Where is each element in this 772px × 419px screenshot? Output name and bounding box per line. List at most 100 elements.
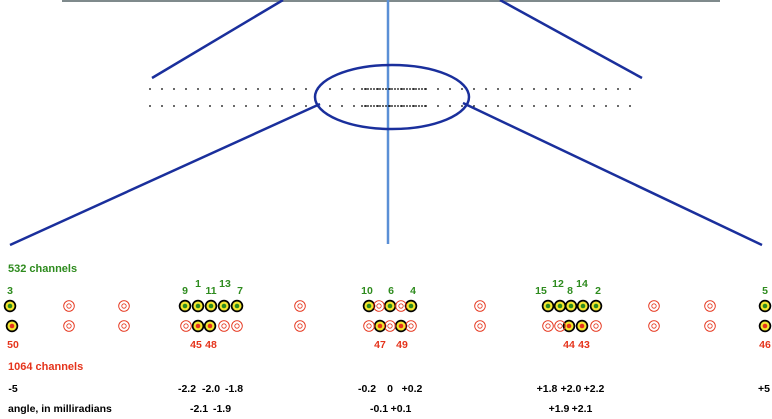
overview-dot [449, 105, 451, 107]
overview-dot [293, 88, 295, 90]
overview-dot [361, 105, 363, 107]
fiber-label-532: 9 [182, 285, 188, 297]
fiber-label-532: 2 [595, 285, 601, 297]
fiber-label-1064: 50 [7, 339, 19, 351]
fiber-empty [63, 300, 75, 312]
fiber-core-532 [408, 303, 414, 309]
overview-dot [397, 88, 399, 90]
fiber-label-532: 5 [762, 285, 768, 297]
fiber-label-1064: 49 [396, 339, 408, 351]
overview-dot [341, 88, 343, 90]
overview-dot [185, 105, 187, 107]
overview-dot [197, 105, 199, 107]
overview-dot [509, 88, 511, 90]
angle-label: -1.9 [213, 403, 231, 415]
overview-dot [509, 105, 511, 107]
fiber-empty-core [221, 323, 227, 329]
fiber-core-532 [7, 303, 13, 309]
fiber-empty-core [376, 303, 382, 309]
fiber-empty [63, 320, 75, 332]
overview-dot [403, 105, 405, 107]
overview-dot [394, 88, 396, 90]
overview-dot [385, 88, 387, 90]
overview-dot [521, 88, 523, 90]
overview-dot [617, 105, 619, 107]
overview-dot [403, 88, 405, 90]
fiber-empty-core [398, 303, 404, 309]
overview-dot [382, 105, 384, 107]
angle-row-1: -5 -2.2 -2.0 -1.8 -0.2 0 +0.2 +1.8 +2.0 … [8, 383, 770, 395]
overview-dot [391, 105, 393, 107]
overview-dot [367, 88, 369, 90]
angle-label: -2.1 [190, 403, 208, 415]
overview-dot [497, 105, 499, 107]
fiber-core-532 [762, 303, 768, 309]
fiber-empty [474, 320, 486, 332]
fiber-empty-core [121, 323, 127, 329]
fiber-core-532 [195, 303, 201, 309]
angle-label: -2.0 [202, 383, 220, 395]
overview-dot [269, 105, 271, 107]
overview-dot [421, 88, 423, 90]
fiber-empty [474, 300, 486, 312]
fiber-empty [384, 320, 396, 332]
fiber-empty-core [297, 323, 303, 329]
fiber-empty [180, 320, 192, 332]
overview-dot [629, 105, 631, 107]
fiber-label-532: 1 [195, 278, 201, 290]
overview-dot [437, 105, 439, 107]
angle-row-2: angle, in milliradians -2.1 -1.9 -0.1 +0… [8, 403, 593, 415]
overview-dot [415, 88, 417, 90]
overview-dot [394, 105, 396, 107]
overview-dot [397, 105, 399, 107]
fiber-label-1064: 47 [374, 339, 386, 351]
fiber-core-532 [182, 303, 188, 309]
overview-dot [353, 105, 355, 107]
fiber-empty-core [593, 323, 599, 329]
overview-dot [281, 105, 283, 107]
fiber-empty-core [707, 303, 713, 309]
overview-dot [149, 88, 151, 90]
fiber-label-532: 4 [410, 285, 416, 297]
angle-label: -5 [8, 383, 17, 395]
angle-label: +0.2 [402, 383, 423, 395]
fiber-label-1064: 48 [205, 339, 217, 351]
fiber-empty [704, 300, 716, 312]
overview-dot [424, 105, 426, 107]
overview-dot [209, 88, 211, 90]
fiber-empty-core [707, 323, 713, 329]
fiber-label-1064: 46 [759, 339, 771, 351]
fiber-core-1064 [207, 323, 213, 329]
overview-dot [449, 88, 451, 90]
fiber-core-532 [557, 303, 563, 309]
fiber-label-532: 12 [552, 278, 564, 290]
fiber-empty-core [651, 303, 657, 309]
fiber-empty [542, 320, 554, 332]
overview-dot [379, 88, 381, 90]
overview-dot [329, 88, 331, 90]
overview-dot [461, 88, 463, 90]
overview-dot [437, 88, 439, 90]
overview-dot [497, 88, 499, 90]
overview-dot [233, 88, 235, 90]
overview-dot-rows [149, 88, 631, 107]
overview-dot [281, 88, 283, 90]
overview-dot [521, 105, 523, 107]
overview-dot [415, 105, 417, 107]
overview-dot [221, 105, 223, 107]
angle-label: 0 [387, 383, 393, 395]
overview-dot [418, 88, 420, 90]
overview-dot [185, 88, 187, 90]
overview-dot [293, 105, 295, 107]
fiber-empty [231, 320, 243, 332]
overview-dot [424, 88, 426, 90]
label-532-channels: 532 channels [8, 263, 77, 275]
overview-dot [409, 105, 411, 107]
fiber-empty-core [545, 323, 551, 329]
overview-dot [221, 88, 223, 90]
overview-dot [461, 105, 463, 107]
fiber-empty-core [477, 303, 483, 309]
fiber-empty [590, 320, 602, 332]
overview-dot [581, 105, 583, 107]
overview-dot [379, 105, 381, 107]
